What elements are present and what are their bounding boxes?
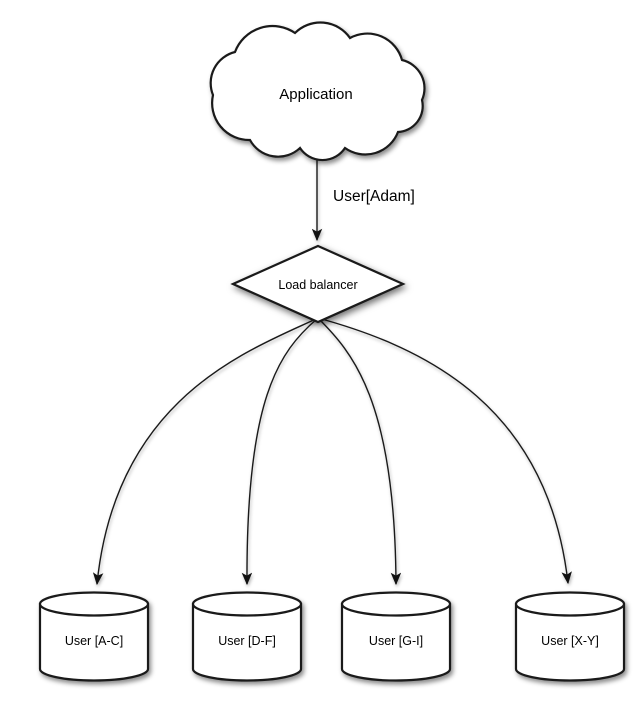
database-cylinder-top (191, 591, 303, 617)
database-cylinder-icon (340, 602, 452, 682)
database-label: User [D-F] (218, 634, 276, 648)
database-label: User [X-Y] (541, 634, 599, 648)
edge-lb-to-shard-3 (317, 317, 402, 586)
database-cylinder-icon (191, 602, 303, 682)
application-label: Application (279, 86, 352, 103)
edge-lb-to-shard-4 (317, 317, 572, 585)
db-cylinder-shard-3: User [G-I] (340, 591, 452, 682)
cloud-icon (209, 21, 426, 162)
load-balancer-label: Load balancer (278, 278, 357, 292)
load-balancer-diamond-icon (230, 244, 406, 324)
db-cylinder-shard-2: User [D-F] (191, 591, 303, 682)
database-cylinder-top (514, 591, 626, 617)
database-cylinder-top (38, 591, 150, 617)
database-cylinder-icon (38, 602, 150, 682)
database-label: User [A-C] (65, 634, 123, 648)
edges-group (92, 150, 572, 586)
database-label: User [G-I] (369, 634, 423, 648)
application-cloud-node: Application (209, 21, 426, 162)
db-cylinder-shard-4: User [X-Y] (514, 591, 626, 682)
edge-lb-to-shard-2 (241, 317, 319, 586)
edge-label-user-adam: User[Adam] (333, 188, 415, 205)
database-cylinder-icon (514, 602, 626, 682)
edge-lb-to-shard-1 (92, 317, 319, 586)
db-cylinder-shard-1: User [A-C] (38, 591, 150, 682)
database-cylinder-top (340, 591, 452, 617)
load-balancer-node: Load balancer (230, 244, 406, 324)
